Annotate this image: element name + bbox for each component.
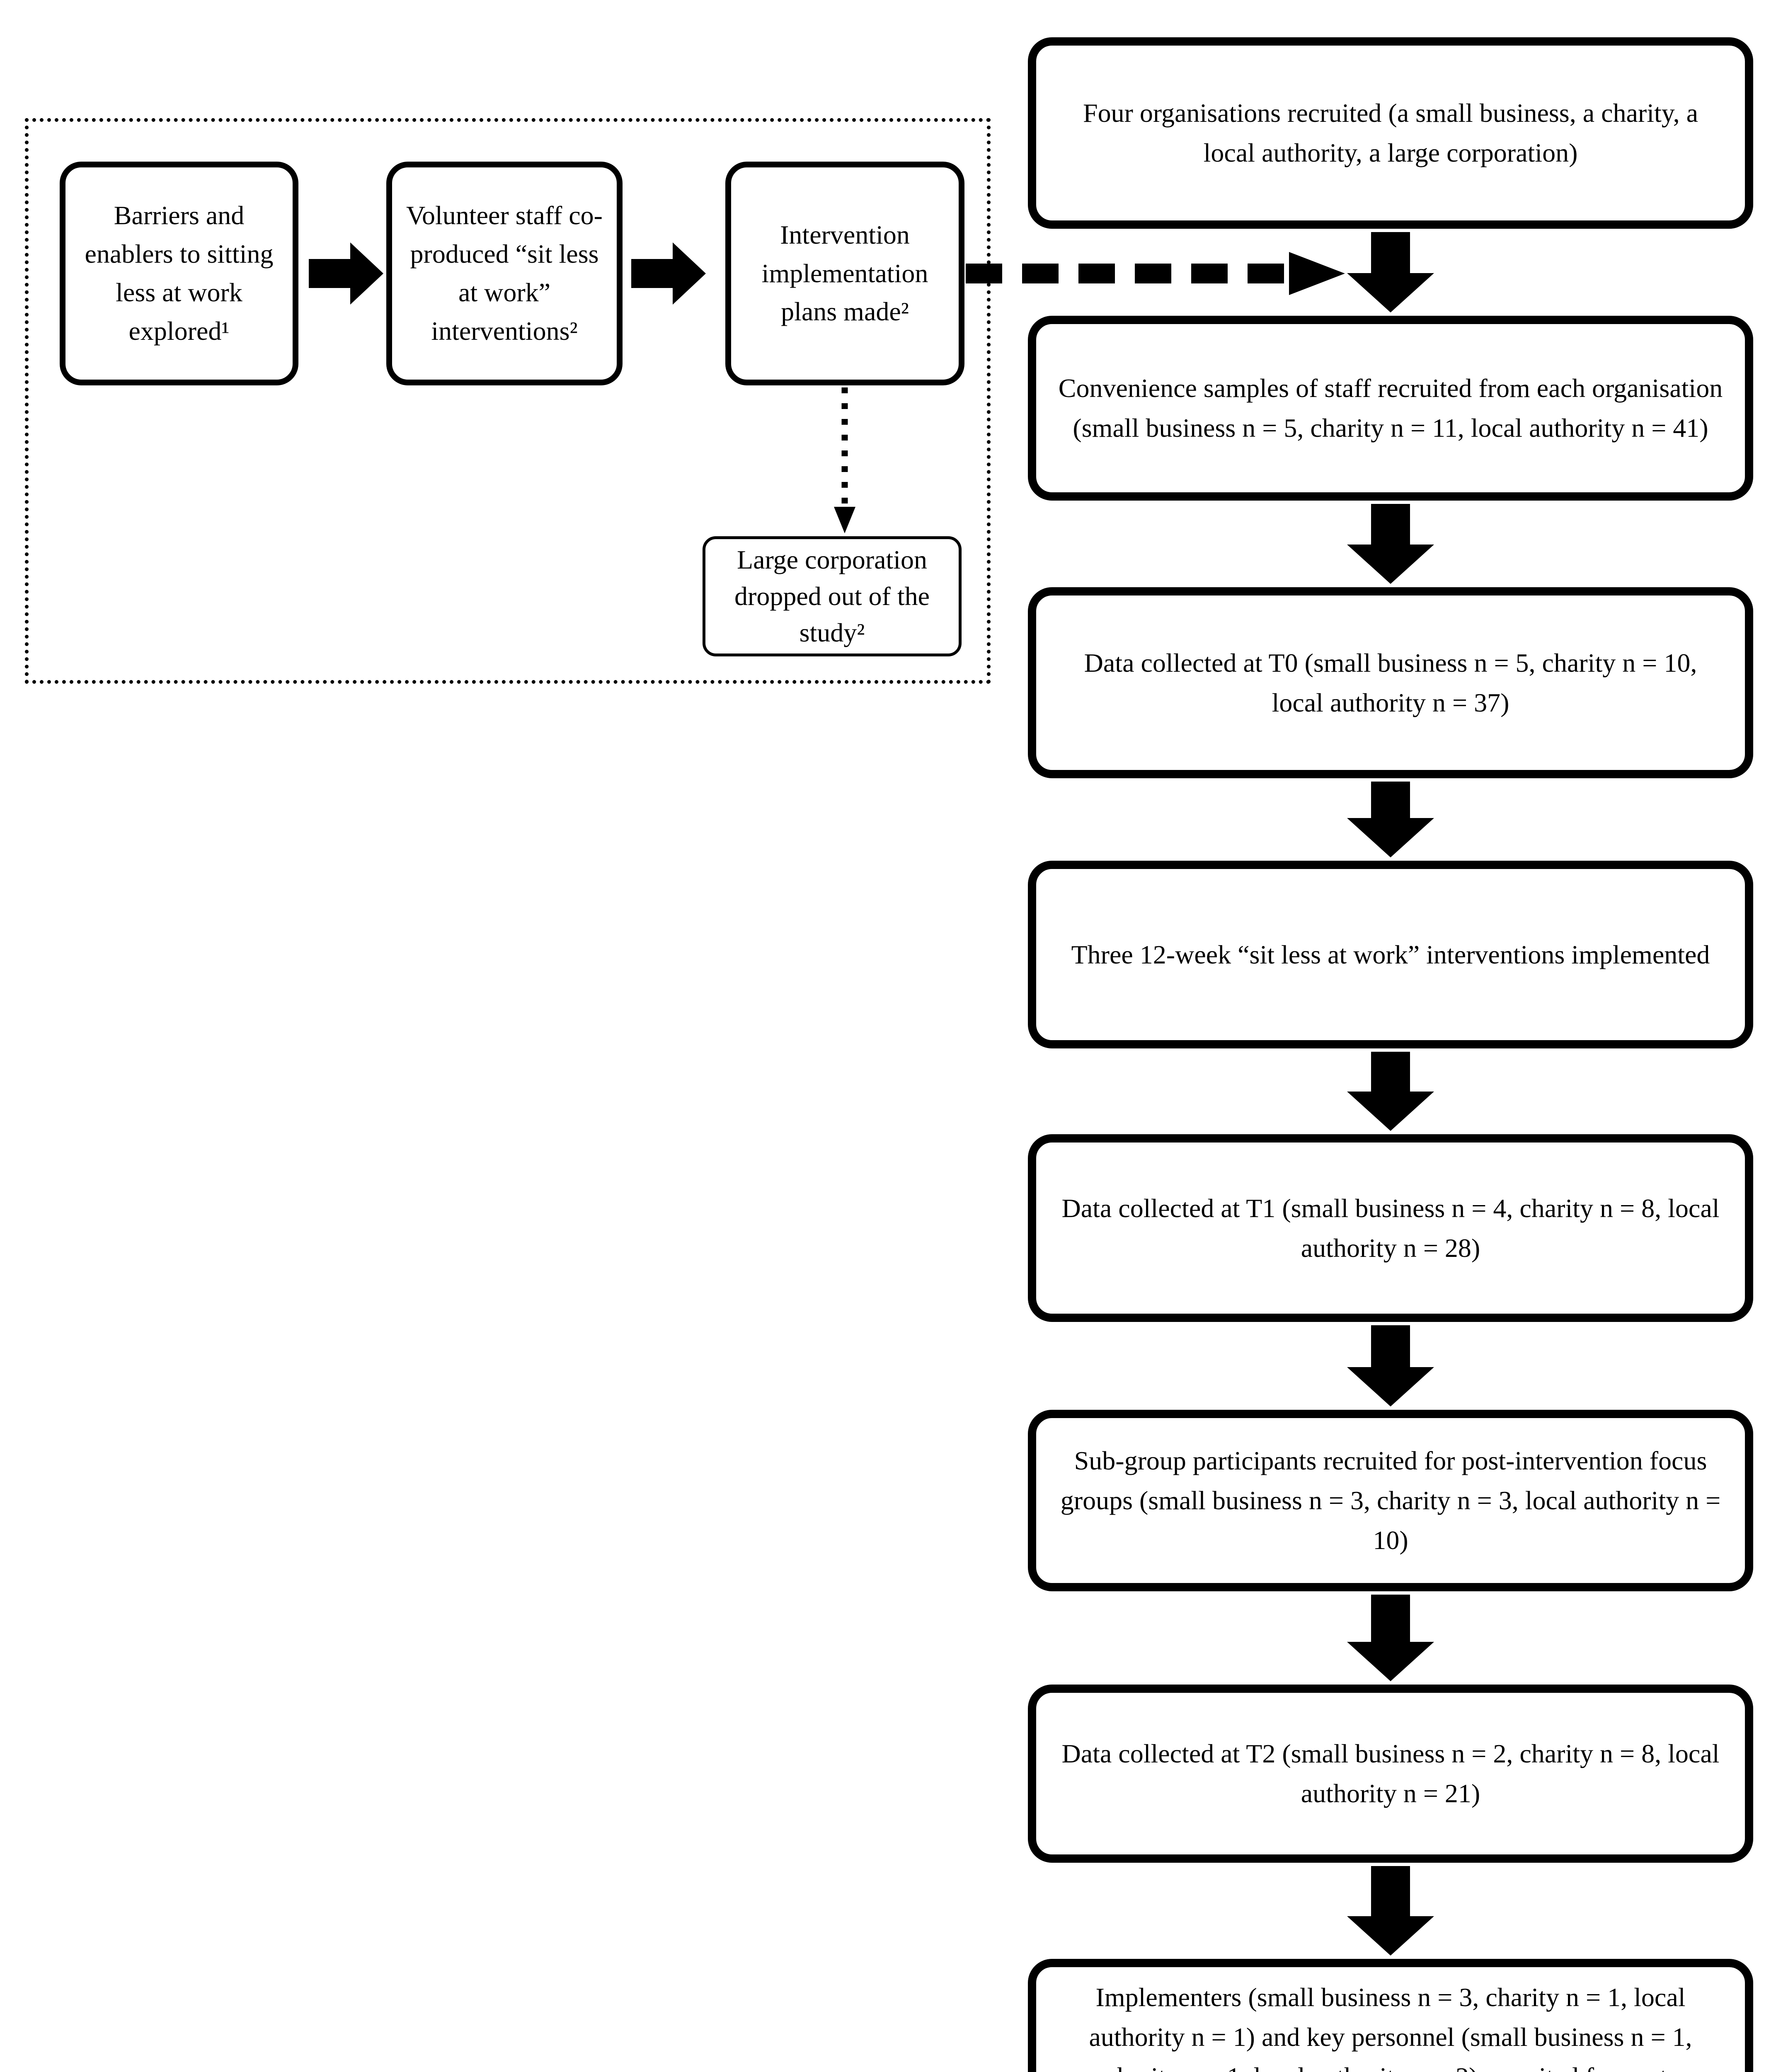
flow-box-data-t2: Data collected at T2 (small business n =… bbox=[1028, 1685, 1753, 1863]
co-production-phase-outline bbox=[25, 118, 991, 684]
flow-box-subgroup-focus-groups: Sub-group participants recruited for pos… bbox=[1028, 1410, 1753, 1591]
flow-box-organisations-recruited: Four organisations recruited (a small bu… bbox=[1028, 37, 1753, 229]
box-volunteer-coproduction: Volunteer staff co-produced “sit less at… bbox=[386, 162, 623, 385]
block-arrow-down-icon bbox=[1347, 1325, 1434, 1406]
flow-box-convenience-samples: Convenience samples of staff recruited f… bbox=[1028, 316, 1753, 501]
block-arrow-right-icon bbox=[309, 242, 383, 305]
flow-box-interventions-implemented: Three 12-week “sit less at work” interve… bbox=[1028, 861, 1753, 1048]
dashed-arrow-right-icon bbox=[966, 252, 1345, 295]
flow-box-data-t1: Data collected at T1 (small business n =… bbox=[1028, 1134, 1753, 1322]
block-arrow-down-icon bbox=[1347, 232, 1434, 312]
flow-box-implementers-personnel: Implementers (small business n = 3, char… bbox=[1028, 1959, 1753, 2072]
block-arrow-down-icon bbox=[1347, 1595, 1434, 1681]
block-arrow-down-icon bbox=[1347, 782, 1434, 857]
box-barriers-enablers: Barriers and enablers to sitting less at… bbox=[60, 162, 298, 385]
box-large-corp-dropout: Large corporation dropped out of the stu… bbox=[703, 536, 962, 656]
box-implementation-plans: Intervention implementation plans made² bbox=[725, 162, 964, 385]
block-arrow-down-icon bbox=[1347, 1052, 1434, 1131]
dotted-arrow-down-icon bbox=[834, 387, 855, 533]
block-arrow-down-icon bbox=[1347, 504, 1434, 584]
block-arrow-right-icon bbox=[631, 242, 706, 305]
flow-box-data-t0: Data collected at T0 (small business n =… bbox=[1028, 587, 1753, 778]
block-arrow-down-icon bbox=[1347, 1866, 1434, 1956]
